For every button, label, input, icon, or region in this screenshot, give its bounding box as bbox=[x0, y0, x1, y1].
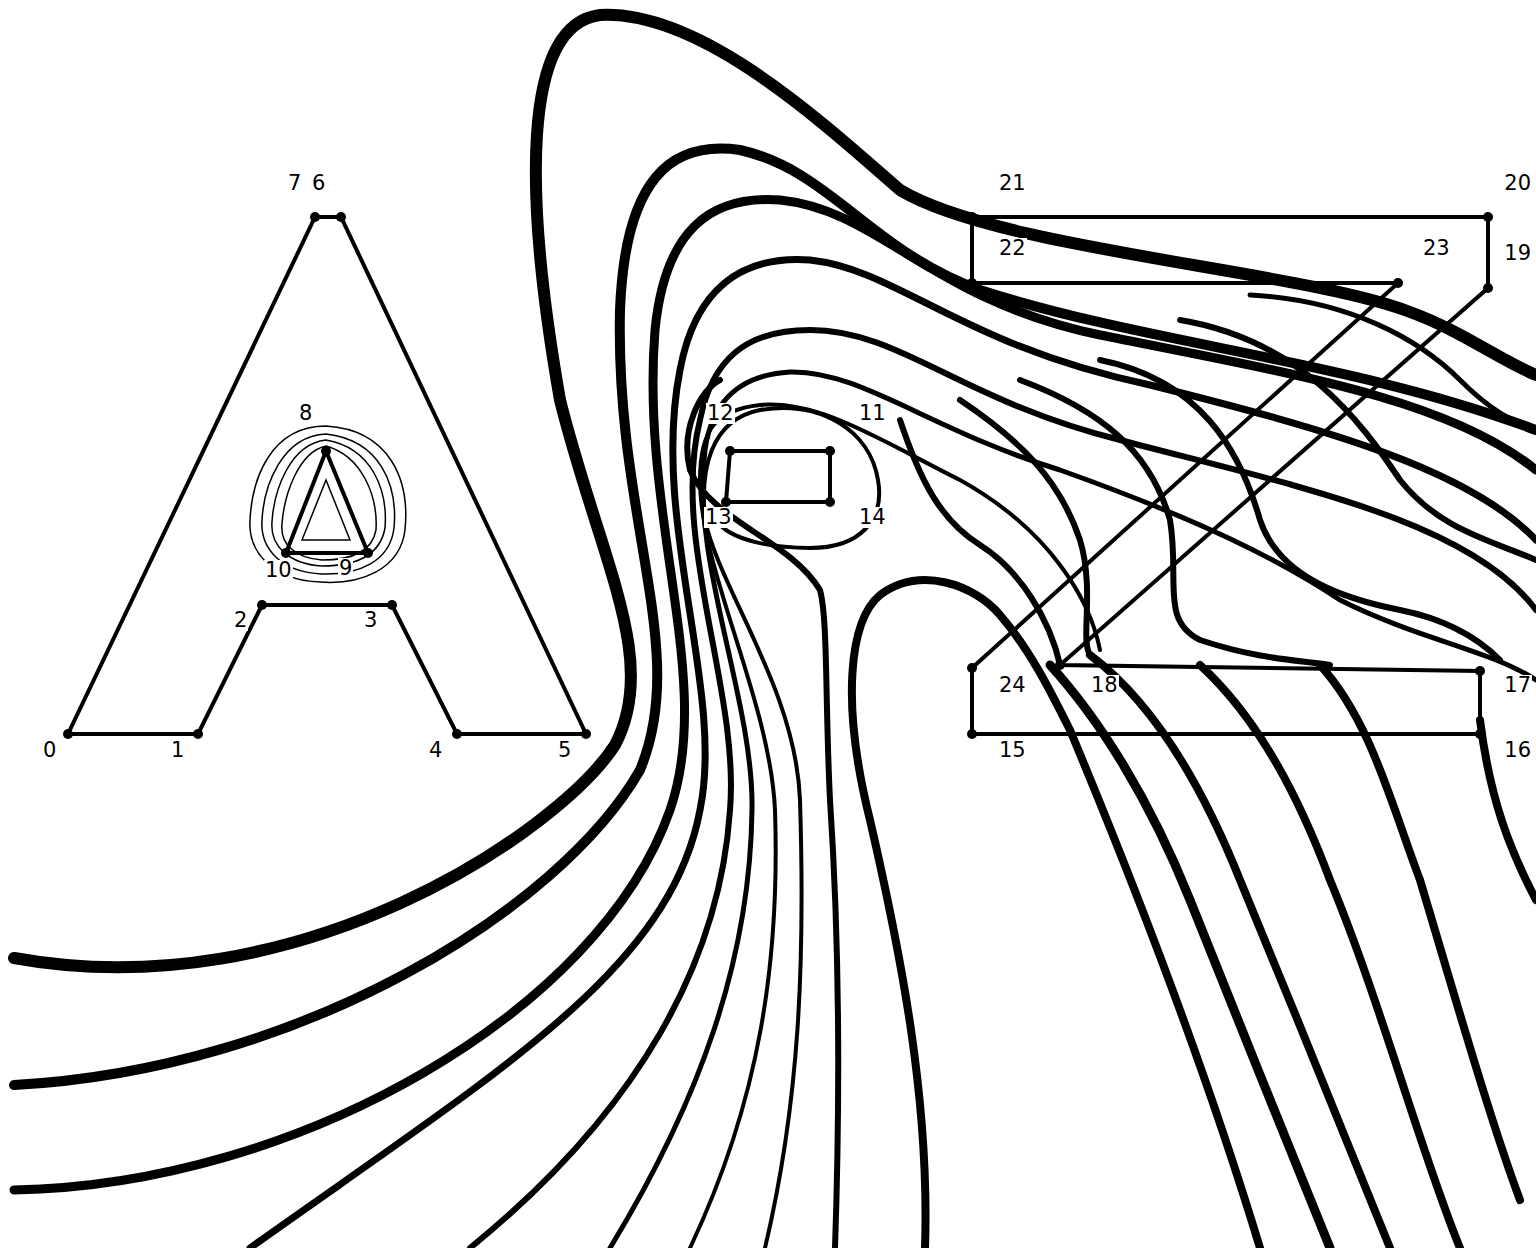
vertex-number: 1 bbox=[170, 740, 185, 761]
vertex-number: 24 bbox=[998, 675, 1027, 696]
contour-lines bbox=[14, 15, 1536, 1248]
inner-contours bbox=[250, 426, 406, 582]
vertex-number: 13 bbox=[704, 507, 733, 528]
vertex-number: 10 bbox=[264, 560, 293, 581]
vertex-dots bbox=[63, 212, 1493, 739]
vertex-number: 0 bbox=[42, 740, 57, 761]
vertex-number: 15 bbox=[998, 740, 1027, 761]
vertex-number: 9 bbox=[338, 558, 353, 579]
vertex-number: 17 bbox=[1503, 675, 1532, 696]
vertex-number: 19 bbox=[1503, 243, 1532, 264]
vertex-number: 22 bbox=[998, 238, 1027, 259]
vertex-number: 12 bbox=[706, 403, 735, 424]
vertex-number: 21 bbox=[998, 173, 1027, 194]
vertex-number: 4 bbox=[428, 740, 443, 761]
vertex-number: 2 bbox=[233, 610, 248, 631]
vertex-number: 14 bbox=[858, 507, 887, 528]
vertex-number: 20 bbox=[1503, 173, 1532, 194]
vertex-number: 11 bbox=[858, 403, 887, 424]
vertex-number: 6 bbox=[311, 173, 326, 194]
vertex-number: 3 bbox=[363, 610, 378, 631]
vertex-number: 16 bbox=[1503, 740, 1532, 761]
vertex-number: 7 bbox=[287, 173, 302, 194]
vertex-number: 8 bbox=[298, 403, 313, 424]
vertex-number: 18 bbox=[1090, 675, 1119, 696]
polygon-outlines bbox=[68, 217, 1488, 734]
vertex-number: 23 bbox=[1422, 238, 1451, 259]
vertex-number: 5 bbox=[557, 740, 572, 761]
